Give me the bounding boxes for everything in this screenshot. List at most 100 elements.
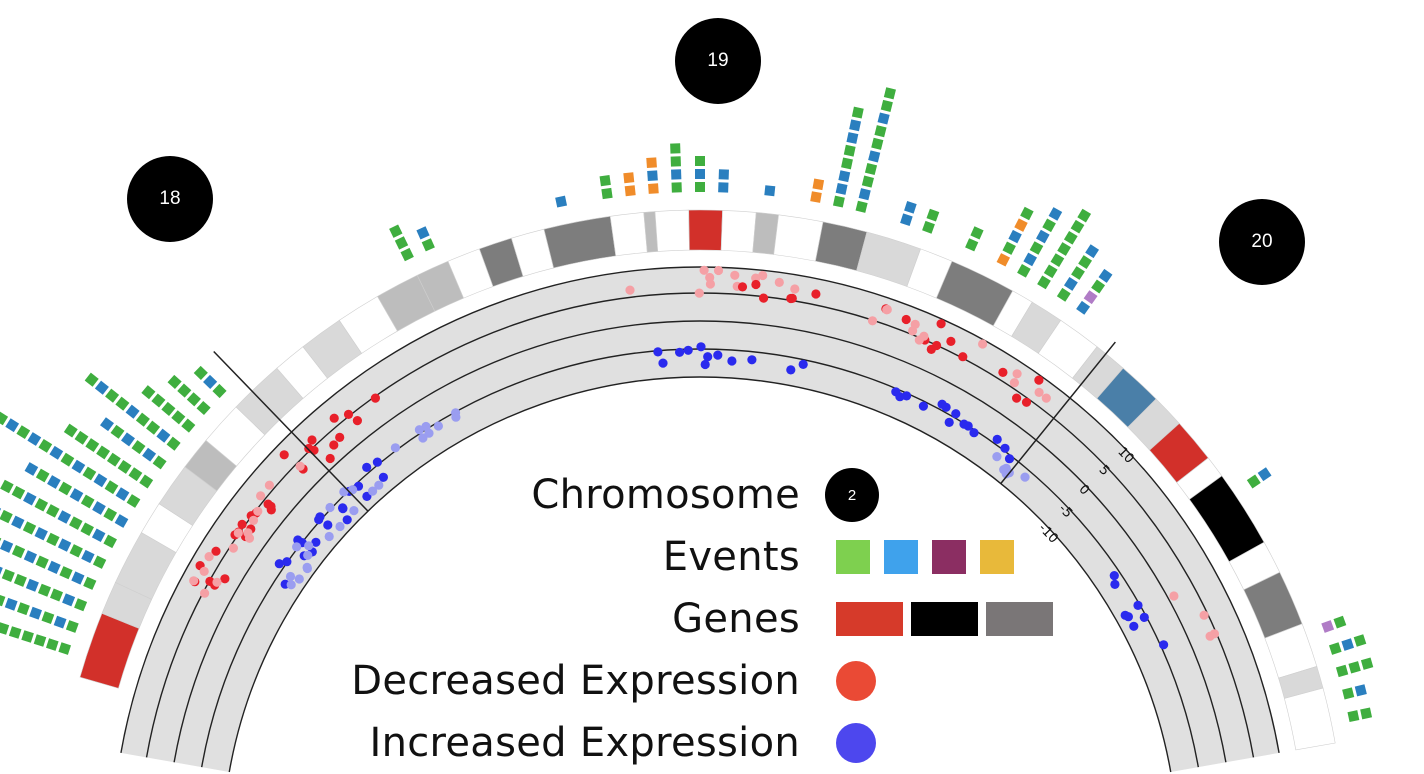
expression-point <box>220 574 230 584</box>
event-marker <box>103 534 117 549</box>
event-marker <box>1020 206 1034 221</box>
event-marker <box>1048 207 1063 221</box>
event-marker <box>1071 266 1085 280</box>
event-marker <box>555 195 568 208</box>
event-marker <box>624 185 636 197</box>
expression-point <box>263 499 273 509</box>
event-marker <box>114 514 129 528</box>
event-marker <box>1333 615 1347 629</box>
expression-point <box>727 356 737 366</box>
expression-point <box>747 355 757 365</box>
event-marker <box>1347 710 1360 723</box>
event-swatch-blue <box>884 540 918 574</box>
event-marker <box>812 178 825 191</box>
expression-point <box>264 480 274 490</box>
expression-point <box>1012 369 1022 379</box>
expression-point <box>248 515 259 526</box>
expression-point <box>992 452 1002 462</box>
event-marker <box>1091 279 1106 294</box>
expression-point <box>1199 610 1209 620</box>
event-marker <box>601 187 613 200</box>
event-marker <box>1360 707 1373 720</box>
expression-point <box>1129 621 1139 631</box>
event-marker <box>45 638 59 651</box>
event-marker <box>69 544 83 558</box>
event-marker <box>416 226 430 240</box>
expression-point <box>1020 472 1030 482</box>
event-marker <box>181 418 196 433</box>
expression-point <box>433 421 443 431</box>
event-marker <box>34 498 49 512</box>
event-marker <box>855 200 868 213</box>
chromosome-divider <box>1000 341 1116 484</box>
expression-point <box>324 531 334 542</box>
chromosome-ideogram-bands <box>79 209 1336 751</box>
expression-point <box>303 550 313 560</box>
expression-point <box>253 506 263 516</box>
expression-point <box>279 450 289 460</box>
expression-point <box>867 316 878 326</box>
event-marker <box>62 593 76 607</box>
event-marker <box>92 555 107 569</box>
event-marker <box>63 423 78 438</box>
event-marker <box>74 598 88 612</box>
event-marker <box>1328 642 1342 655</box>
event-marker <box>671 182 682 193</box>
legend-genes-label: Genes <box>672 596 800 642</box>
expression-point <box>325 502 335 513</box>
event-marker <box>35 468 50 483</box>
expression-point <box>274 559 284 569</box>
event-marker <box>105 388 120 403</box>
event-marker <box>4 597 18 611</box>
event-marker <box>0 593 6 607</box>
event-marker <box>1063 276 1078 291</box>
event-marker <box>103 507 118 522</box>
event-marker <box>203 374 218 389</box>
event-marker <box>60 452 75 467</box>
chromosome-dividers <box>213 341 1116 512</box>
event-marker <box>1056 287 1071 302</box>
event-marker <box>874 125 887 138</box>
legend-events-swatches <box>836 540 1014 574</box>
event-marker <box>599 174 611 187</box>
event-swatch-green <box>836 540 870 574</box>
event-marker <box>117 459 132 474</box>
event-marker <box>106 452 121 467</box>
expression-point <box>211 546 221 556</box>
expression-point <box>1120 610 1130 620</box>
event-marker <box>33 634 47 647</box>
event-marker <box>1335 664 1349 678</box>
expression-point <box>323 520 333 530</box>
event-marker <box>1342 687 1355 700</box>
expression-point <box>414 425 424 435</box>
gene-swatch-red <box>836 602 903 636</box>
event-marker <box>0 622 10 635</box>
event-marker <box>965 238 979 252</box>
event-marker <box>71 459 86 474</box>
event-marker <box>152 455 167 470</box>
ideogram-band <box>720 210 757 253</box>
event-marker <box>71 571 85 585</box>
expression-point <box>362 462 372 472</box>
event-marker <box>5 418 20 433</box>
expression-point <box>189 576 199 586</box>
legend-genes-swatches <box>836 602 1053 636</box>
expression-point <box>705 279 716 289</box>
ideogram-band <box>688 209 723 251</box>
event-marker <box>1353 634 1367 647</box>
expression-point <box>926 344 936 354</box>
expression-point <box>335 432 345 442</box>
event-marker <box>96 445 111 460</box>
expression-point <box>786 365 796 375</box>
legend-increased: Increased Expression <box>330 714 1070 772</box>
expression-point <box>811 289 821 299</box>
event-marker <box>764 185 776 197</box>
event-marker <box>922 220 935 234</box>
event-marker <box>1029 241 1044 255</box>
event-marker <box>996 253 1011 267</box>
track-ring <box>173 320 1227 763</box>
expression-point <box>233 528 243 538</box>
event-marker <box>871 137 884 150</box>
legend-decreased: Decreased Expression <box>330 652 1070 710</box>
event-marker <box>843 144 856 157</box>
